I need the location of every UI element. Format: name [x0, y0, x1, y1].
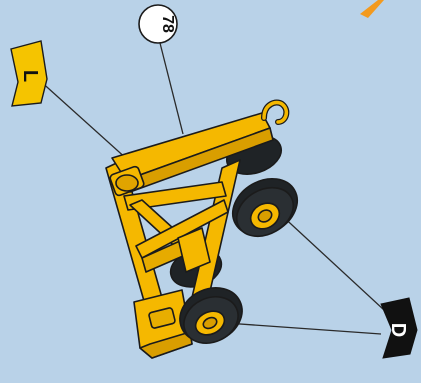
step-number-callout: 78	[139, 5, 177, 43]
lego-subassembly	[106, 103, 307, 358]
tag-d-label: D	[387, 323, 409, 337]
tag-d: D	[381, 298, 417, 358]
orange-corner-fragment	[360, 0, 384, 18]
tag-l: L	[11, 41, 47, 106]
tag-l-label: L	[19, 70, 41, 82]
step-number-label: 78	[159, 15, 176, 33]
